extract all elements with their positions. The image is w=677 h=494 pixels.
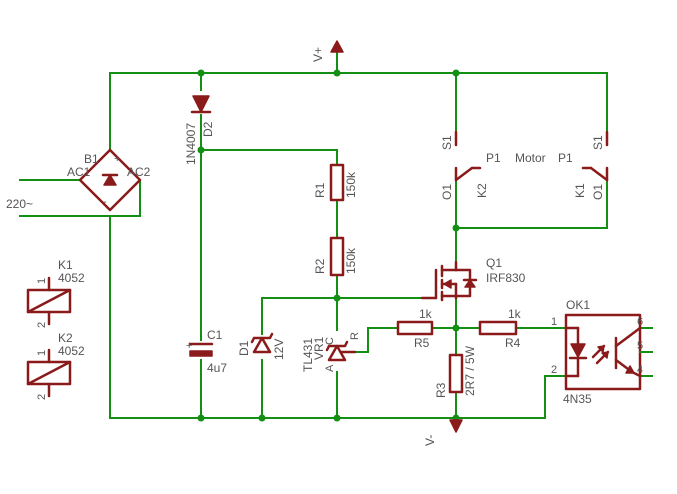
mosfet-q1: Q1 IRF830: [420, 256, 526, 302]
k1-coil-value: 4052: [58, 271, 85, 285]
r3-value: 2R7 / 5W: [463, 345, 477, 396]
junction-dot: [333, 414, 341, 422]
r1-value: 150k: [344, 171, 358, 198]
c1-plus: +: [186, 340, 192, 352]
junction-dot: [452, 69, 460, 77]
r5-value: 1k: [419, 307, 433, 321]
capacitor-c1: + C1 4u7: [186, 328, 227, 375]
k1-coil-pin2: 2: [36, 322, 48, 328]
r2-value: 150k: [344, 247, 358, 274]
b1-minus: -: [103, 196, 107, 208]
b1-plus: +: [114, 153, 120, 165]
b1-ac1: AC1: [67, 165, 91, 179]
vminus-symbol: V-: [423, 419, 463, 446]
vr1-c: C: [324, 337, 336, 345]
d2-name: D2: [201, 121, 215, 137]
k1-coil-pin1: 1: [36, 278, 48, 284]
diode-d2: 1N4007 D2: [184, 95, 215, 165]
ok1-pin1: 1: [551, 316, 557, 328]
r5-name: R5: [414, 336, 430, 350]
k2-coil-name: K2: [58, 331, 73, 345]
d1-name: D1: [237, 340, 251, 356]
k2-coil-pin1: 1: [36, 350, 48, 356]
vplus-symbol: V+: [311, 40, 344, 62]
relay-coil-k2: K2 4052 1 2: [26, 331, 85, 400]
junction-dot: [333, 69, 341, 77]
mains-label: 220~: [6, 197, 33, 211]
vr1-value: TL431: [301, 338, 315, 372]
vr1-name: VR1: [312, 336, 326, 360]
r2-name: R2: [313, 258, 327, 274]
relay-contact-k2: S1 P1 O1 K2: [440, 130, 501, 200]
c1-value: 4u7: [207, 361, 227, 375]
k2-switch-p: P1: [486, 151, 501, 165]
k1-switch-s: S1: [591, 135, 605, 150]
ok1-pin5: 5: [637, 340, 643, 352]
junction-dot: [197, 69, 205, 77]
vr1-a: A: [324, 364, 336, 372]
k2-coil-value: 4052: [58, 344, 85, 358]
q1-value: IRF830: [486, 271, 526, 285]
c1-name: C1: [207, 328, 223, 342]
resistor-r5: 1k R5: [396, 307, 434, 350]
b1-ac2: AC2: [127, 165, 151, 179]
r3-name: R3: [434, 382, 448, 398]
r4-value: 1k: [508, 307, 522, 321]
junctions: [197, 69, 460, 422]
k1-switch-name: K1: [573, 183, 587, 198]
ok1-pin6: 6: [637, 316, 643, 328]
b1-name: B1: [84, 152, 99, 166]
junction-dot: [197, 146, 205, 154]
q1-name: Q1: [486, 256, 502, 270]
motor-label: Motor: [515, 151, 546, 165]
resistor-r2: R2 150k: [313, 236, 358, 277]
relay-contact-k1: Motor P1 S1 O1 K1: [515, 130, 609, 200]
zener-diode-d1: D1 12V: [237, 332, 286, 360]
r1-name: R1: [313, 182, 327, 198]
vr1-r: R: [349, 332, 361, 340]
ok1-pin4: 4: [637, 364, 643, 376]
resistor-r1: R1 150k: [313, 163, 358, 202]
k1-switch-p: P1: [558, 151, 573, 165]
k2-switch-o: O1: [440, 184, 454, 200]
d1-value: 12V: [272, 339, 286, 360]
wires: [19, 47, 653, 421]
k1-coil-name: K1: [58, 258, 73, 272]
ok1-value: 4N35: [563, 392, 592, 406]
junction-dot: [452, 224, 460, 232]
r4-name: R4: [505, 336, 521, 350]
ok1-name: OK1: [566, 298, 590, 312]
shunt-regulator-vr1: TL431 VR1 A C R: [301, 332, 361, 372]
k2-switch-name: K2: [475, 183, 489, 198]
d2-value: 1N4007: [184, 123, 198, 165]
junction-dot: [197, 414, 205, 422]
vminus-label: V-: [423, 435, 437, 446]
k2-coil-pin2: 2: [36, 394, 48, 400]
k2-switch-s: S1: [440, 135, 454, 150]
resistor-r3: R3 2R7 / 5W: [434, 345, 477, 398]
junction-dot: [333, 294, 341, 302]
bridge-rectifier-b1: B1 + - AC1 AC2: [67, 148, 151, 212]
junction-dot: [452, 324, 460, 332]
vplus-label: V+: [311, 47, 325, 62]
junction-dot: [258, 414, 266, 422]
resistor-r4: 1k R4: [478, 307, 522, 350]
k1-switch-o: O1: [591, 184, 605, 200]
optocoupler-ok1: OK1 4N35 1 2 6 5 4: [551, 298, 653, 406]
relay-coil-k1: K1 4052 1 2: [26, 258, 85, 328]
ok1-pin2: 2: [551, 364, 557, 376]
